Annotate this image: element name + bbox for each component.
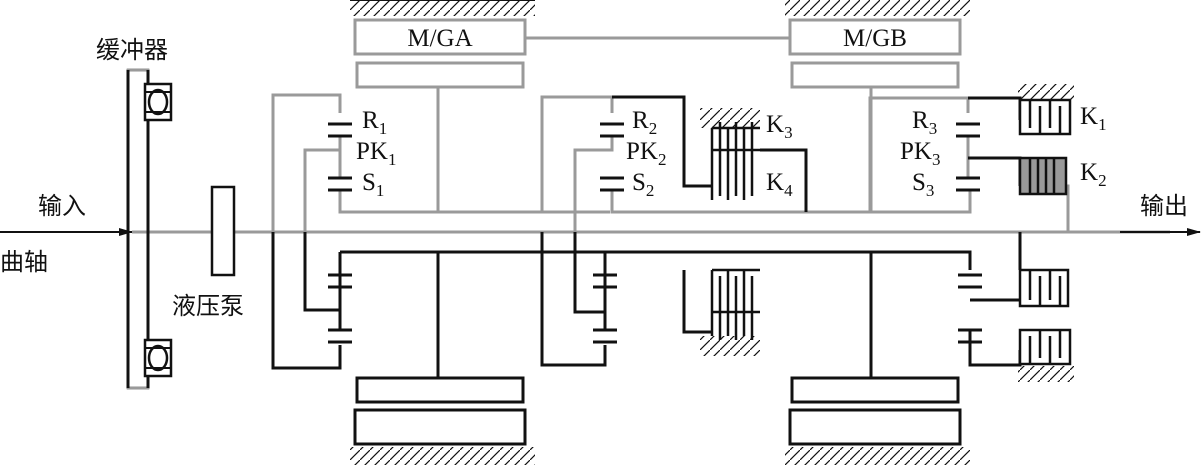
pump-rotor <box>210 185 236 277</box>
gearset-2-ring-label: R2 <box>632 107 657 138</box>
gearset-3-lower <box>958 273 982 344</box>
ground-bottom-a <box>350 447 535 465</box>
gearset-1-upper <box>328 122 352 192</box>
damper-spring-bottom <box>143 338 173 378</box>
gearset-1-lower <box>328 273 352 344</box>
output-label: 输出 <box>1140 192 1188 220</box>
gearset-1-sun-label: S1 <box>362 169 384 200</box>
clutch-k2-lower <box>1018 268 1070 308</box>
clutch-k4-label: K4 <box>766 169 793 200</box>
motor-generator-a: M/GA <box>353 18 527 212</box>
black-paths <box>271 95 1022 378</box>
gearset-2-sun-label: S2 <box>632 169 654 200</box>
motor-generator-b: M/GB <box>788 18 962 212</box>
crankshaft-label: 曲轴 <box>0 248 48 276</box>
gearset-2-carrier-label: PK2 <box>626 138 666 169</box>
gearset-3-upper <box>956 122 980 192</box>
damper-label: 缓冲器 <box>96 36 168 64</box>
input-label: 输入 <box>38 192 86 220</box>
clutch-k3-k4-upper <box>700 108 760 200</box>
gearset-3-carrier-label: PK3 <box>900 138 940 169</box>
motor-a-bottom <box>353 376 527 446</box>
gearset-2-upper <box>600 122 624 192</box>
gearset-2-lower <box>593 273 617 344</box>
ground-bottom-b <box>785 447 970 465</box>
ground-top-b <box>785 0 970 16</box>
clutch-k3-label: K3 <box>766 111 793 142</box>
pump-label: 液压泵 <box>172 292 244 320</box>
gearset-3-ring-label: R3 <box>912 107 937 138</box>
damper-spring-top <box>143 82 173 122</box>
brake-k1-lower <box>1018 328 1074 382</box>
mga-label: M/GA <box>407 25 472 52</box>
clutch-k3-k4-lower <box>700 268 760 356</box>
clutch-k2-label: K2 <box>1080 159 1107 190</box>
damper <box>126 68 173 390</box>
gearset-3-sun-label: S3 <box>912 169 934 200</box>
brake-k1 <box>1018 84 1074 136</box>
clutch-k1-label: K1 <box>1080 103 1107 134</box>
ground-top-a <box>350 0 535 16</box>
mgb-label: M/GB <box>843 25 907 52</box>
gearset-1-ring-label: R1 <box>362 107 387 138</box>
gearset-1-carrier-label: PK1 <box>356 138 396 169</box>
motor-b-bottom <box>788 376 962 446</box>
clutch-k2 <box>1018 156 1068 196</box>
